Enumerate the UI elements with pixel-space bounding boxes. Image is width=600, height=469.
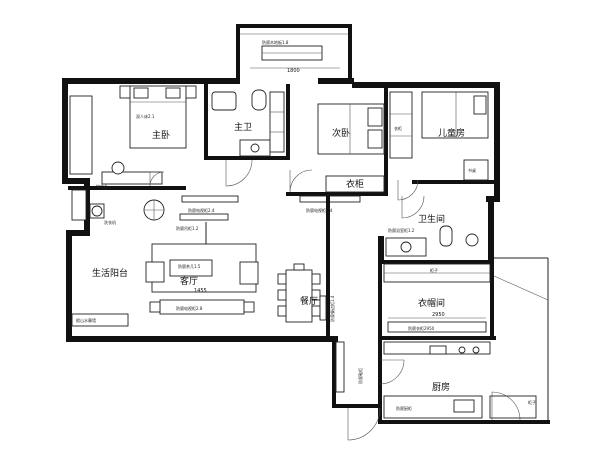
room-dining: 餐厅 [300, 295, 318, 307]
room-second-bedroom: 次卧 [332, 127, 350, 139]
note-bath-cab: 防腐浴室柜1.2 [388, 227, 415, 233]
room-kids: 儿童房 [438, 127, 465, 139]
dim-cloakroom: 2950 [432, 312, 445, 318]
label-cabinet-kitchen: 柜子 [528, 399, 536, 405]
note-laundry-cab: 防腐吊柜1.2 [176, 225, 199, 231]
note-master-tv: 防腐电视柜2.4 [188, 207, 215, 213]
room-bathroom: 卫生间 [418, 213, 445, 225]
label-rockery: 假山水幕墙 [76, 317, 96, 323]
room-cloakroom: 衣帽间 [418, 297, 445, 309]
bathroom: 防腐浴室柜1.2 卫生间 [378, 195, 494, 264]
note-master-bed: 双人床2.1 [136, 113, 155, 119]
room-master-bath: 主卫 [234, 121, 252, 133]
outer-walls [62, 78, 500, 342]
room-kitchen: 厨房 [432, 381, 450, 393]
room-living: 客厅 [180, 275, 198, 287]
room-master-bedroom: 主卧 [152, 129, 170, 141]
note-entry-cab: 防腐鞋柜 [357, 368, 363, 384]
living-room: 防腐茶几1.5 客厅 1455 防腐电视柜2.8 生活阳台 假山水幕墙 [71, 222, 259, 327]
label-washer: 洗衣机 [104, 219, 116, 225]
note-kitchen-cab: 防腐厨柜 [396, 405, 412, 411]
label-cabinet-bath: 柜子 [430, 267, 438, 273]
entry: 防腐鞋柜 [332, 336, 405, 441]
note-living-table: 防腐茶几1.5 [178, 263, 201, 269]
top-balcony: 防腐木地板1.8 1800 [236, 24, 352, 80]
second-bedroom: 次卧 衣柜 防腐电视柜1.4 [286, 88, 388, 213]
cloakroom: 柜子 衣帽间 2950 防腐衣柜2950 [378, 257, 549, 424]
note-second-tv: 防腐电视柜1.4 [306, 207, 333, 213]
kids-room: 儿童房 衣柜 书桌 [389, 91, 494, 201]
label-desk: 书桌 [468, 167, 476, 173]
master-bedroom: 双人床2.1 主卧 梳妆台 [68, 84, 208, 190]
note-top-balcony: 防腐木地板1.8 [262, 39, 289, 45]
kitchen: 厨房 防腐厨柜 柜子 [378, 340, 550, 424]
laundry-area: 防腐电视柜2.4 洗衣机 防腐吊柜1.2 [71, 189, 239, 231]
dining-room: 餐厅 防腐餐边柜1.4 [277, 196, 335, 338]
dim-living-sofa: 1455 [194, 288, 207, 294]
label-wardrobe-kids: 衣柜 [394, 125, 402, 131]
label-bay-table: 梳妆台 [96, 183, 108, 189]
room-balcony: 生活阳台 [92, 267, 128, 279]
note-dining-cab: 防腐餐边柜1.4 [329, 295, 335, 322]
master-bath: 主卫 [204, 84, 290, 187]
note-living-tv: 防腐电视柜2.8 [176, 305, 203, 311]
note-cloak-cab: 防腐衣柜2950 [408, 325, 435, 331]
label-wardrobe-second: 衣柜 [346, 178, 364, 190]
dim-balcony-top: 1800 [287, 68, 300, 74]
